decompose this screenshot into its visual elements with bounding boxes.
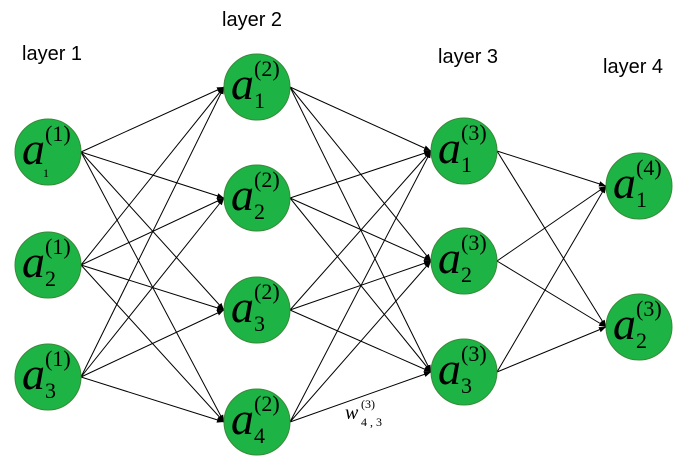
edge-l2n4-l3n1 — [289, 150, 432, 423]
neuron-symbol: a — [231, 393, 254, 444]
neuron-subscript: 1 — [254, 88, 265, 113]
edge-l1n1-l2n2 — [80, 151, 225, 199]
neuron-subscript: 2 — [461, 262, 472, 287]
neuron-l4-n2: a(3) 2 — [605, 293, 673, 361]
neuron-circle — [223, 53, 291, 121]
neuron-circle — [430, 117, 498, 185]
neuron-symbol: a — [231, 58, 254, 109]
neuron-circle — [605, 152, 673, 220]
neuron-superscript: (3) — [461, 230, 487, 255]
neuron-superscript: (3) — [461, 341, 487, 366]
neuron-circle — [223, 164, 291, 232]
edge-l2n2-l3n1 — [289, 150, 432, 199]
layer-1-label: layer 1 — [22, 43, 82, 65]
neuron-l2-n2: a(2) 2 — [223, 164, 291, 232]
neuron-l1-n1: a(1) 1 — [14, 118, 82, 186]
neuron-subscript: 2 — [45, 266, 56, 291]
edge-l3n2-l4n1 — [496, 185, 607, 262]
neuron-l1-n2: a(1) 2 — [14, 231, 82, 299]
edge-l1n2-l2n1 — [80, 86, 225, 266]
neuron-symbol: a — [438, 232, 461, 283]
edge-l3n3-l4n1 — [496, 185, 607, 373]
neuron-circle — [14, 231, 82, 299]
weight-superscript: (3) — [361, 397, 375, 411]
neuron-circle — [14, 118, 82, 186]
edge-l1n3-l2n1 — [80, 86, 225, 378]
neuron-symbol: a — [22, 348, 45, 399]
neuron-l3-n1: a(3) 1 — [430, 117, 498, 185]
neuron-superscript: (2) — [254, 167, 280, 192]
neuron-l2-n1: a(2) 1 — [223, 53, 291, 121]
neuron-circle — [430, 227, 498, 295]
edge-l3n3-l4n2 — [496, 326, 607, 373]
edge-l1n3-l2n2 — [80, 197, 225, 378]
neuron-symbol: a — [22, 123, 45, 174]
neuron-superscript: (2) — [254, 56, 280, 81]
weight-label: w (3) 4 , 3 — [345, 397, 382, 429]
edge-l1n1-l2n1 — [80, 86, 225, 153]
edge-l2n3-l3n1 — [289, 150, 432, 311]
edge-l2n2-l3n2 — [289, 197, 432, 262]
neuron-superscript: (3) — [461, 120, 487, 145]
neuron-circle — [14, 343, 82, 411]
edge-l3n1-l4n2 — [496, 150, 607, 328]
neuron-subscript: 1 — [43, 166, 49, 180]
weight-subscript: 4 , 3 — [361, 415, 382, 429]
neuron-superscript: (1) — [45, 346, 71, 371]
neuron-subscript: 1 — [636, 187, 647, 212]
edge-l3n1-l4n1 — [496, 150, 607, 187]
weight-symbol: w — [345, 402, 359, 424]
layer-2-label: layer 2 — [222, 9, 282, 31]
neuron-subscript: 3 — [254, 311, 265, 336]
neuron-subscript: 2 — [254, 199, 265, 224]
neuron-symbol: a — [22, 236, 45, 287]
edge-l3n2-l4n2 — [496, 260, 607, 328]
edge-l2n4-l3n2 — [289, 260, 432, 423]
neuron-subscript: 2 — [636, 328, 647, 353]
neuron-l3-n3: a(3) 3 — [430, 338, 498, 406]
neuron-superscript: (1) — [45, 234, 71, 259]
neuron-subscript: 4 — [254, 423, 265, 448]
neuron-superscript: (3) — [636, 296, 662, 321]
neuron-superscript: (1) — [45, 121, 71, 146]
connection-edges — [80, 86, 607, 423]
edge-l1n3-l2n4 — [80, 376, 225, 423]
neuron-symbol: a — [231, 169, 254, 220]
neuron-subscript: 3 — [45, 378, 56, 403]
neuron-subscript: 3 — [461, 373, 472, 398]
neuron-circle — [223, 388, 291, 456]
neuron-subscript: 1 — [461, 152, 472, 177]
edge-l1n3-l2n3 — [80, 309, 225, 378]
neuron-circle — [430, 338, 498, 406]
edge-l2n1-l3n1 — [289, 86, 432, 152]
neuron-symbol: a — [438, 343, 461, 394]
neuron-l2-n3: a(2) 3 — [223, 276, 291, 344]
neuron-circle — [223, 276, 291, 344]
neuron-l2-n4: a(2) 4 — [223, 388, 291, 456]
neuron-circle — [605, 293, 673, 361]
neuron-symbol: a — [231, 281, 254, 332]
layer-4-label: layer 4 — [603, 56, 663, 78]
neuron-superscript: (2) — [254, 391, 280, 416]
neuron-superscript: (2) — [254, 279, 280, 304]
neuron-nodes: a(1)1a(1)2a(1)3a(2)1a(2)2a(2)3a(2)4a(3)1… — [14, 53, 673, 456]
neuron-symbol: a — [613, 157, 636, 208]
layer-3-label: layer 3 — [438, 46, 498, 68]
neuron-symbol: a — [613, 298, 636, 349]
neuron-superscript: (4) — [636, 155, 662, 180]
edge-l2n4-l3n3 — [289, 371, 432, 423]
neuron-l1-n3: a(1) 3 — [14, 343, 82, 411]
neuron-symbol: a — [438, 122, 461, 173]
neuron-l3-n2: a(3) 2 — [430, 227, 498, 295]
neuron-l4-n1: a(4) 1 — [605, 152, 673, 220]
